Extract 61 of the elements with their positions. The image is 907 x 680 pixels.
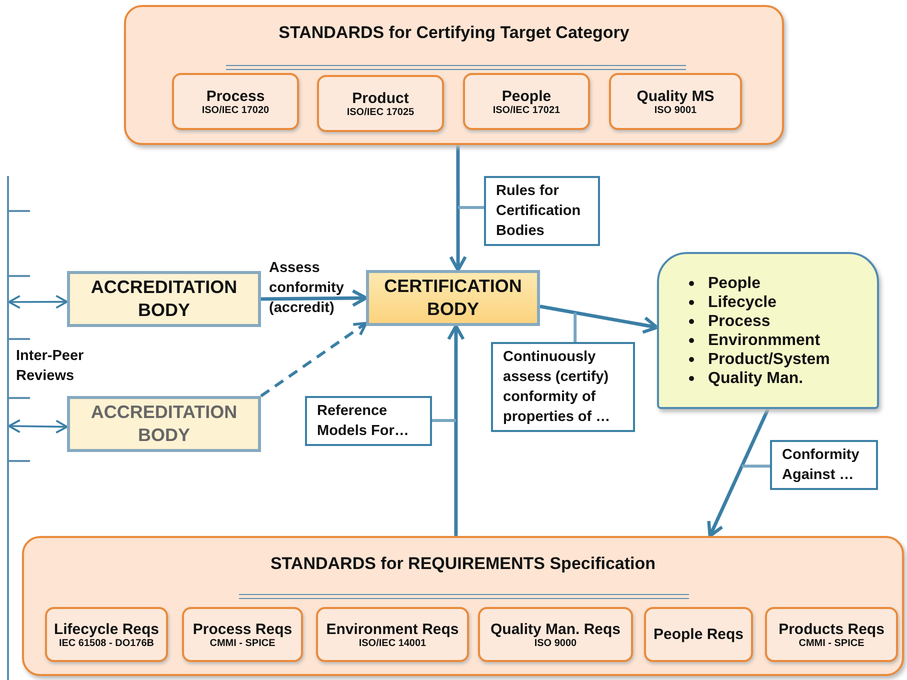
standard-code: ISO 9000: [534, 638, 577, 648]
standard-code: ISO/IEC 14001: [358, 638, 426, 648]
standard-code: ISO 9001: [654, 104, 697, 116]
arrow: [260, 289, 368, 308]
property-item: People: [708, 274, 760, 292]
standard-code: CMMI - SPICE: [798, 638, 864, 648]
standard-name: Environment Reqs: [326, 620, 459, 638]
box-title: CERTIFICATION BODY: [383, 275, 523, 321]
standard-name: People Reqs: [653, 626, 744, 643]
standard-code: ISO/IEC 17025: [346, 106, 414, 118]
standard-name: Quality Man. Reqs: [490, 620, 621, 638]
callout-box: Rules for Certification Bodies: [484, 176, 600, 246]
box-title: ACCREDITATION BODY: [90, 401, 238, 447]
arrow: [447, 324, 465, 536]
arrow: [449, 145, 467, 272]
box-title: ACCREDITATION BODY: [90, 276, 238, 322]
panel-title: STANDARDS for Certifying Target Category: [278, 23, 630, 43]
arrow: [540, 304, 659, 334]
property-item: Environmment: [708, 330, 820, 350]
standards-panel: [22, 536, 904, 676]
callout-box: Conformity Against …: [770, 440, 878, 490]
certification-box: [366, 270, 540, 326]
properties-box: [657, 252, 879, 409]
standard-box: [478, 607, 633, 662]
standard-box: [172, 73, 299, 130]
note-text: Inter-Peer Reviews: [16, 347, 85, 386]
accreditation-box: [67, 271, 261, 327]
property-item: Lifecycle: [708, 292, 776, 312]
standard-name: Products Reqs: [778, 620, 884, 638]
standard-code: ISO/IEC 17020: [202, 104, 270, 116]
callout-box: Continuously assess (certify) conformity of properties of …: [491, 342, 635, 432]
standard-box: [609, 73, 742, 130]
standard-box: [45, 607, 168, 662]
edge-label: Assess conformity (accredit): [269, 259, 345, 318]
standard-name: People: [502, 88, 552, 104]
standard-box: [644, 607, 753, 662]
standard-box: [316, 607, 469, 662]
accreditation-box: [67, 396, 261, 452]
standard-name: Process: [206, 88, 265, 104]
standard-box: [182, 607, 303, 662]
standard-code: CMMI - SPICE: [210, 638, 276, 648]
standard-box: [463, 73, 590, 130]
standard-box: [317, 75, 444, 132]
standards-panel: [124, 5, 784, 145]
panel-title: STANDARDS for REQUIREMENTS Specification: [270, 554, 656, 574]
property-item: Quality Man.: [708, 368, 804, 388]
arrow: [8, 419, 68, 434]
standard-name: Lifecycle Reqs: [54, 620, 160, 638]
review-scale-bar: [7, 176, 9, 680]
standard-code: IEC 61508 - DO176B: [58, 638, 154, 648]
dashed-arrow: [260, 322, 368, 398]
property-item: Process: [708, 312, 770, 330]
property-item: Product/System: [708, 350, 830, 368]
arrow: [8, 294, 68, 309]
standard-name: Quality MS: [636, 88, 714, 104]
standard-name: Product: [352, 90, 409, 106]
standard-box: [765, 607, 898, 662]
arrow: [707, 408, 770, 538]
standard-name: Process Reqs: [192, 620, 292, 638]
callout-box: Reference Models For…: [305, 396, 432, 446]
standard-code: ISO/IEC 17021: [492, 104, 560, 116]
